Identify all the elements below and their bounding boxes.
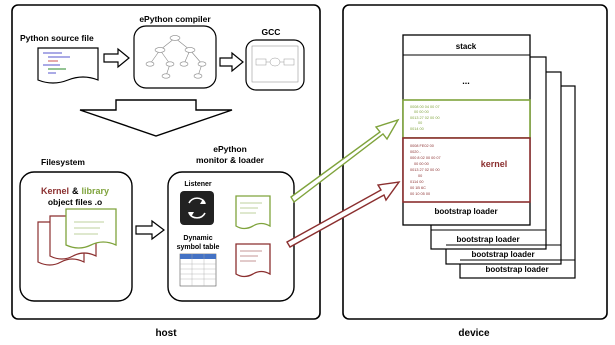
device-label: device [458,328,490,339]
library-hex-2: 0013 27 02 00 00 [410,116,440,120]
bootstrap-loader-label-4: bootstrap loader [485,265,548,274]
monitor-label-line2: monitor & loader [196,155,265,165]
arrow-compiler-to-gcc [219,51,244,73]
kernel-region [402,137,531,203]
library-hex-4: 0014 00 [410,127,424,131]
kernel-hex-2: 000 8 02 00 00 07 [410,156,441,160]
refresh-icon [180,191,214,225]
amp-word: & [72,186,79,196]
library-region [402,99,531,139]
bootstrap-loader-label-3: bootstrap loader [471,250,534,259]
symbol-table-icon [179,253,217,287]
object-file-stack-icon [37,208,117,266]
kernel-word: Kernel [41,186,69,196]
stack-label: stack [456,42,477,51]
object-files-title: Kernel&library [41,186,109,196]
python-source-file-icon [37,47,99,84]
compiler-box [133,25,217,89]
host-label: host [155,328,177,339]
kernel-label: kernel [481,159,508,169]
library-word: library [82,186,110,196]
kernel-hex-0: 0008 FE02 00 [410,144,434,148]
library-hex-0: 0008 00 04 00 07 [410,105,440,109]
gcc-box [245,39,305,91]
kernel-doc-icon [235,243,271,278]
listener-label: Listener [184,181,212,188]
kernel-hex-7: 00 1B 6C [410,186,426,190]
library-hex-3: 00 [418,121,422,125]
library-hex-1: 00 00 00 [414,110,429,114]
gcc-label: GCC [262,27,281,37]
big-down-arrow [79,99,233,137]
monitor-label-line1: ePython [213,144,247,154]
compiler-label: ePython compiler [139,14,211,24]
library-load-arrow [290,118,400,204]
python-source-label: Python source file [20,33,94,43]
kernel-hex-1: 0020 - [410,150,422,154]
kernel-hex: 0008 FE02 00 0020 - 000 8 02 00 00 07 00… [410,144,441,196]
kernel-hex-3: 00 00 00 [414,162,429,166]
kernel-load-arrow [286,181,401,248]
symbol-table-label-line2: symbol table [177,244,220,251]
kernel-hex-4: 0013 27 02 00 00 [410,168,440,172]
kernel-hex-8: 00 10 05 00 [410,192,430,196]
ellipsis-label: ... [462,76,470,86]
bootstrap-loader-label-2: bootstrap loader [456,235,519,244]
node-graph-icon [145,35,207,79]
filesystem-label: Filesystem [41,157,85,167]
library-doc-icon [235,195,271,230]
object-files-label: object files .o [48,197,102,207]
kernel-hex-6: 0114 00 [410,180,423,184]
arrow-filesystem-to-monitor [135,219,165,241]
symbol-table-label-line1: Dynamic [183,235,212,242]
bootstrap-loader-label-front: bootstrap loader [434,207,497,216]
arrow-source-to-compiler [103,47,130,69]
kernel-hex-5: 00 [418,174,422,178]
library-hex: 0008 00 04 00 07 00 00 00 0013 27 02 00 … [410,105,440,131]
